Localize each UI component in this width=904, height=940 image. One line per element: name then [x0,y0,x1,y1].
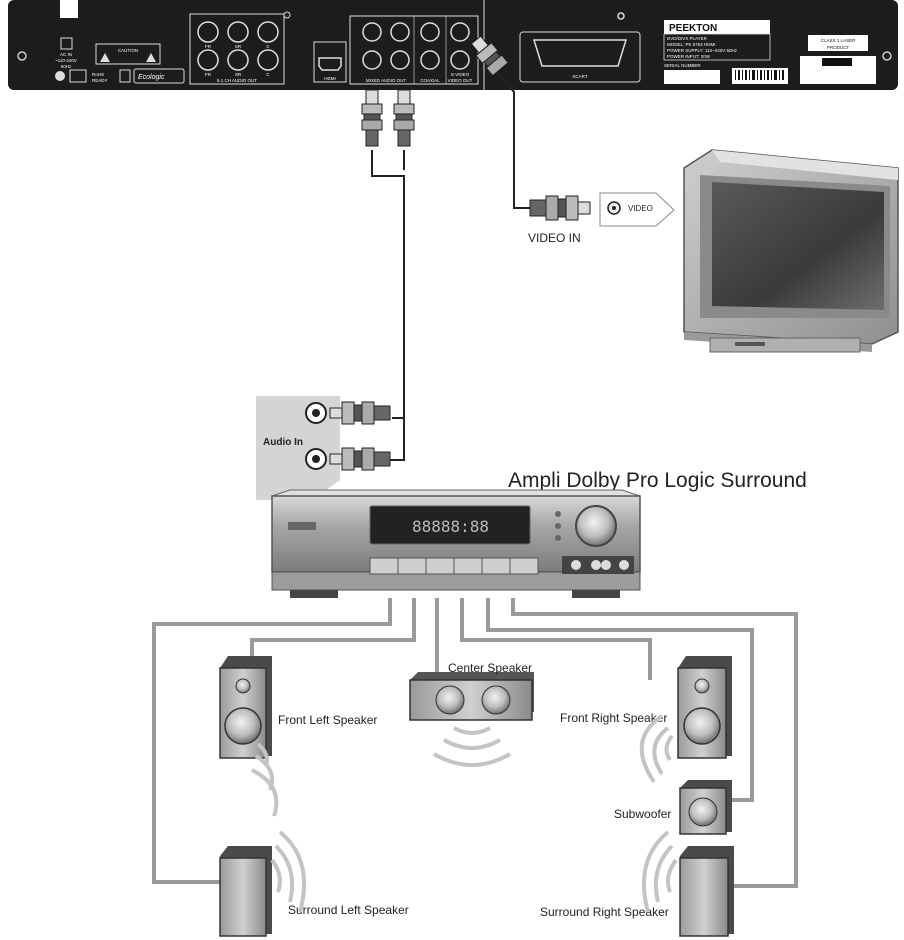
svg-text:SR: SR [235,44,242,49]
ac-label-2: ~110-240V [55,58,77,63]
television [683,149,899,353]
dvd-rear-panel: AC IN ~110-240V 50Hz CAUTION RoHS READY … [8,0,898,90]
audio-51-label: 5.1 CH AUDIO OUT [217,78,257,83]
ecologic-badge [133,68,185,84]
mixed-audio-l-jack [362,50,382,70]
audio-51-jacks: FR SR C FR SR C 5.1 CH AUDIO OUT [189,13,285,85]
surround-left-sound-waves [270,830,307,913]
amplifier-title: Ampli Dolby Pro Logic Surround [508,469,807,492]
audio-in-label: Audio In [263,437,303,448]
center-sound-waves [432,726,512,767]
svg-text:S-VIDEO: S-VIDEO [451,72,470,77]
amplifier: 88888:88 [271,489,641,598]
rohs-1: RoHS [92,72,104,77]
front-right-label: Front Right Speaker [560,711,667,725]
volume-knob [575,505,617,547]
ecologic-text: Ecologic [138,74,165,81]
front-left-label: Front Left Speaker [278,713,377,727]
av-jacks-block: MIXED AUDIO OUT COAXIAL VIDEO OUT S-VIDE… [349,15,479,85]
front-right-sound-waves [639,714,674,784]
center-label: Center Speaker [448,661,532,675]
laser-class-label: CLASS 1 LASER PRODUCT [800,35,876,84]
front-right-speaker [677,656,732,759]
caution-text: CAUTION [118,48,138,53]
video-in-label: VIDEO IN [528,231,581,245]
weee-icon [119,69,131,83]
surround-right-sound-waves [641,830,678,913]
ac-label-1: AC IN [60,52,72,57]
amp-display [369,505,531,545]
svg-text:COAXIAL: COAXIAL [420,78,440,83]
svg-text:POWER INPUT: 20W: POWER INPUT: 20W [667,54,711,59]
center-speaker [409,672,534,721]
rca-plug-video-out [470,35,509,77]
ground-icon [55,71,65,81]
rca-plugs-audio-in [329,401,391,471]
ac-label-3: 50Hz [61,64,72,69]
rca-plugs-dvd [361,89,415,147]
surround-right-label: Surround Right Speaker [540,905,669,919]
svg-text:FR: FR [205,72,212,77]
svg-text:SCART: SCART [572,74,587,79]
ac-in-port: AC IN ~110-240V 50Hz [55,37,77,69]
dvd-to-amp-audio-cable [371,150,405,461]
svg-text:C: C [266,44,270,49]
svg-text:SR: SR [235,72,242,77]
svg-text:POWER SUPPLY: 110~240V 50Hz: POWER SUPPLY: 110~240V 50Hz [667,48,738,53]
svg-text:PRODUCT: PRODUCT [827,45,850,50]
mixed-audio-r-jack [390,50,410,70]
surround-left-label: Surround Left Speaker [288,903,409,917]
svg-text:DVD/DIVX PLAYER: DVD/DIVX PLAYER [667,36,708,41]
video-cable [494,69,530,209]
tv-screen [712,182,884,310]
svg-text:SERIAL NUMBER: SERIAL NUMBER [664,63,701,68]
tv-video-port-callout: VIDEO [599,192,675,227]
amp-display-text: 88888:88 [412,517,489,536]
ce-icon [69,69,87,83]
rohs-2: READY [92,78,108,83]
svg-text:MIXED AUDIO OUT: MIXED AUDIO OUT [366,78,407,83]
audio-in-panel: Audio In [256,396,340,500]
subwoofer [679,780,732,835]
hdmi-port: HDMI [313,41,347,83]
svg-text:VIDEO OUT: VIDEO OUT [448,78,473,83]
spec-label: PEEKTON DVD/DIVX PLAYER MODEL: PK 5752 H… [663,20,788,84]
coaxial-jack [420,50,440,70]
svg-text:FR: FR [205,44,212,49]
scart-port: SCART [519,31,641,83]
svg-text:HDMI: HDMI [324,76,336,81]
surround-left-speaker [219,846,272,937]
subwoofer-label: Subwoofer [614,807,671,821]
caution-label: CAUTION [95,43,161,65]
video-out-jack [450,50,470,70]
svg-text:MODEL: PK 5752 HDMI: MODEL: PK 5752 HDMI [667,42,716,47]
svg-text:C: C [266,72,270,77]
power-button [288,522,316,530]
svg-text:CLASS 1 LASER: CLASS 1 LASER [821,38,856,43]
video-port-label: VIDEO [628,204,653,213]
brand-text: PEEKTON [669,23,717,34]
rca-plug-video-in [529,195,591,221]
front-left-sound-waves [251,742,279,817]
speaker-cables [152,598,798,888]
surround-right-speaker [679,846,734,937]
front-left-speaker [219,656,272,759]
